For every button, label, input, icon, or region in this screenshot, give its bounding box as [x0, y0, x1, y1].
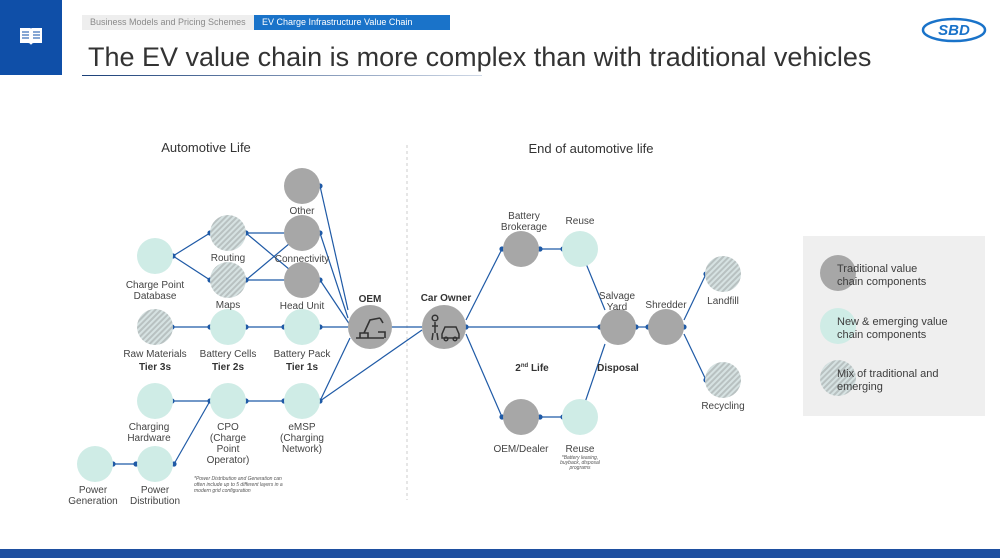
label-power-distribution-2: Distribution — [130, 496, 180, 507]
label-head-unit: Head Unit — [280, 301, 325, 312]
node-charge-point-db — [137, 238, 173, 274]
label-disposal: Disposal — [597, 363, 639, 374]
label-raw-materials: Raw Materials — [123, 349, 186, 360]
node-battery-cells — [210, 309, 246, 345]
node-battery-brokerage — [503, 231, 539, 267]
label-cpo-3: Point — [217, 444, 240, 455]
header-end-of-life: End of automotive life — [528, 141, 653, 156]
label-battery-brokerage-2: Brokerage — [501, 222, 548, 233]
node-power-distribution — [137, 446, 173, 482]
label-tier-1s: Tier 1s — [286, 362, 318, 373]
node-routing — [210, 215, 246, 251]
book-icon — [20, 28, 42, 45]
note-reuse-2: buyback, disposal — [560, 460, 601, 466]
legend-swatch-mix — [820, 360, 856, 396]
node-maps — [210, 262, 246, 298]
label-shredder: Shredder — [645, 300, 687, 311]
legend-traditional-1: Traditional value — [837, 263, 917, 275]
label-charge-point-db-2: Database — [134, 291, 177, 302]
node-oem-dealer — [503, 399, 539, 435]
node-oem — [348, 305, 392, 349]
label-cpo-4: Operator) — [207, 455, 250, 466]
robot-arm-icon — [356, 317, 386, 339]
label-battery-cells: Battery Cells — [200, 349, 257, 360]
node-connectivity — [284, 215, 320, 251]
label-power-distribution-1: Power — [141, 485, 170, 496]
note-power-2: often include up to 5 different layers i… — [194, 482, 283, 488]
label-reuse-top: Reuse — [566, 216, 595, 227]
label-battery-pack: Battery Pack — [274, 349, 332, 360]
label-car-owner: Car Owner — [421, 293, 472, 304]
page-title: The EV value chain is more complex than … — [88, 42, 872, 72]
label-emsp-3: Network) — [282, 444, 322, 455]
node-car-owner — [422, 305, 466, 349]
legend-mix-1: Mix of traditional and — [837, 368, 939, 380]
label-other: Other — [289, 206, 315, 217]
label-charge-point-db-1: Charge Point — [126, 280, 185, 291]
note-reuse-3: programs — [568, 465, 591, 471]
legend-traditional-2: chain components — [837, 276, 927, 288]
label-charging-hardware-2: Hardware — [127, 433, 171, 444]
breadcrumb-business-models[interactable]: Business Models and Pricing Schemes — [82, 15, 268, 30]
label-connectivity: Connectivity — [275, 254, 329, 265]
label-oem: OEM — [359, 294, 382, 305]
node-salvage-yard — [600, 309, 636, 345]
person-car-icon — [431, 314, 460, 342]
node-reuse-top — [562, 231, 598, 267]
node-power-generation — [77, 446, 113, 482]
logo-text: SBD — [938, 22, 970, 39]
label-reuse-bottom: Reuse — [566, 444, 595, 455]
legend-new-2: chain components — [837, 329, 927, 341]
label-oem-dealer: OEM/Dealer — [493, 444, 549, 455]
legend-mix-2: emerging — [837, 381, 883, 393]
node-emsp — [284, 383, 320, 419]
label-tier-3s: Tier 3s — [139, 362, 171, 373]
label-routing: Routing — [211, 253, 245, 264]
node-battery-pack — [284, 309, 320, 345]
legend-swatch-traditional — [820, 255, 856, 291]
label-recycling: Recycling — [701, 401, 744, 412]
label-emsp-1: eMSP — [288, 422, 316, 433]
label-salvage-yard-2: Yard — [607, 302, 627, 313]
label-battery-brokerage-1: Battery — [508, 211, 540, 222]
label-second-life: 2nd Life — [515, 363, 549, 374]
node-recycling — [705, 362, 741, 398]
header-automotive-life: Automotive Life — [161, 140, 251, 155]
label-emsp-2: (Charging — [280, 433, 324, 444]
node-charging-hardware — [137, 383, 173, 419]
label-tier-2s: Tier 2s — [212, 362, 244, 373]
label-salvage-yard-1: Salvage — [599, 291, 636, 302]
sbd-logo: SBD — [921, 17, 987, 43]
legend-swatch-new — [820, 308, 856, 344]
footer-bar — [0, 549, 1000, 558]
node-shredder — [648, 309, 684, 345]
legend-new-1: New & emerging value — [837, 316, 948, 328]
label-power-generation-1: Power — [79, 485, 108, 496]
label-cpo-2: (Charge — [210, 433, 247, 444]
note-power-3: modern grid configuration — [194, 488, 251, 494]
node-landfill — [705, 256, 741, 292]
node-raw-materials — [137, 309, 173, 345]
node-other — [284, 168, 320, 204]
label-cpo-1: CPO — [217, 422, 239, 433]
label-landfill: Landfill — [707, 296, 739, 307]
label-charging-hardware-1: Charging — [129, 422, 170, 433]
node-reuse-bottom — [562, 399, 598, 435]
section-tab[interactable] — [0, 0, 62, 75]
label-power-generation-2: Generation — [68, 496, 117, 507]
note-reuse-1: *Battery leasing, — [562, 455, 598, 461]
node-cpo — [210, 383, 246, 419]
node-head-unit — [284, 262, 320, 298]
breadcrumb-ev-charge-value-chain[interactable]: EV Charge Infrastructure Value Chain — [254, 15, 450, 30]
note-power-1: *Power Distribution and Generation can — [194, 476, 282, 482]
title-underline — [82, 75, 482, 76]
label-maps: Maps — [216, 300, 240, 311]
